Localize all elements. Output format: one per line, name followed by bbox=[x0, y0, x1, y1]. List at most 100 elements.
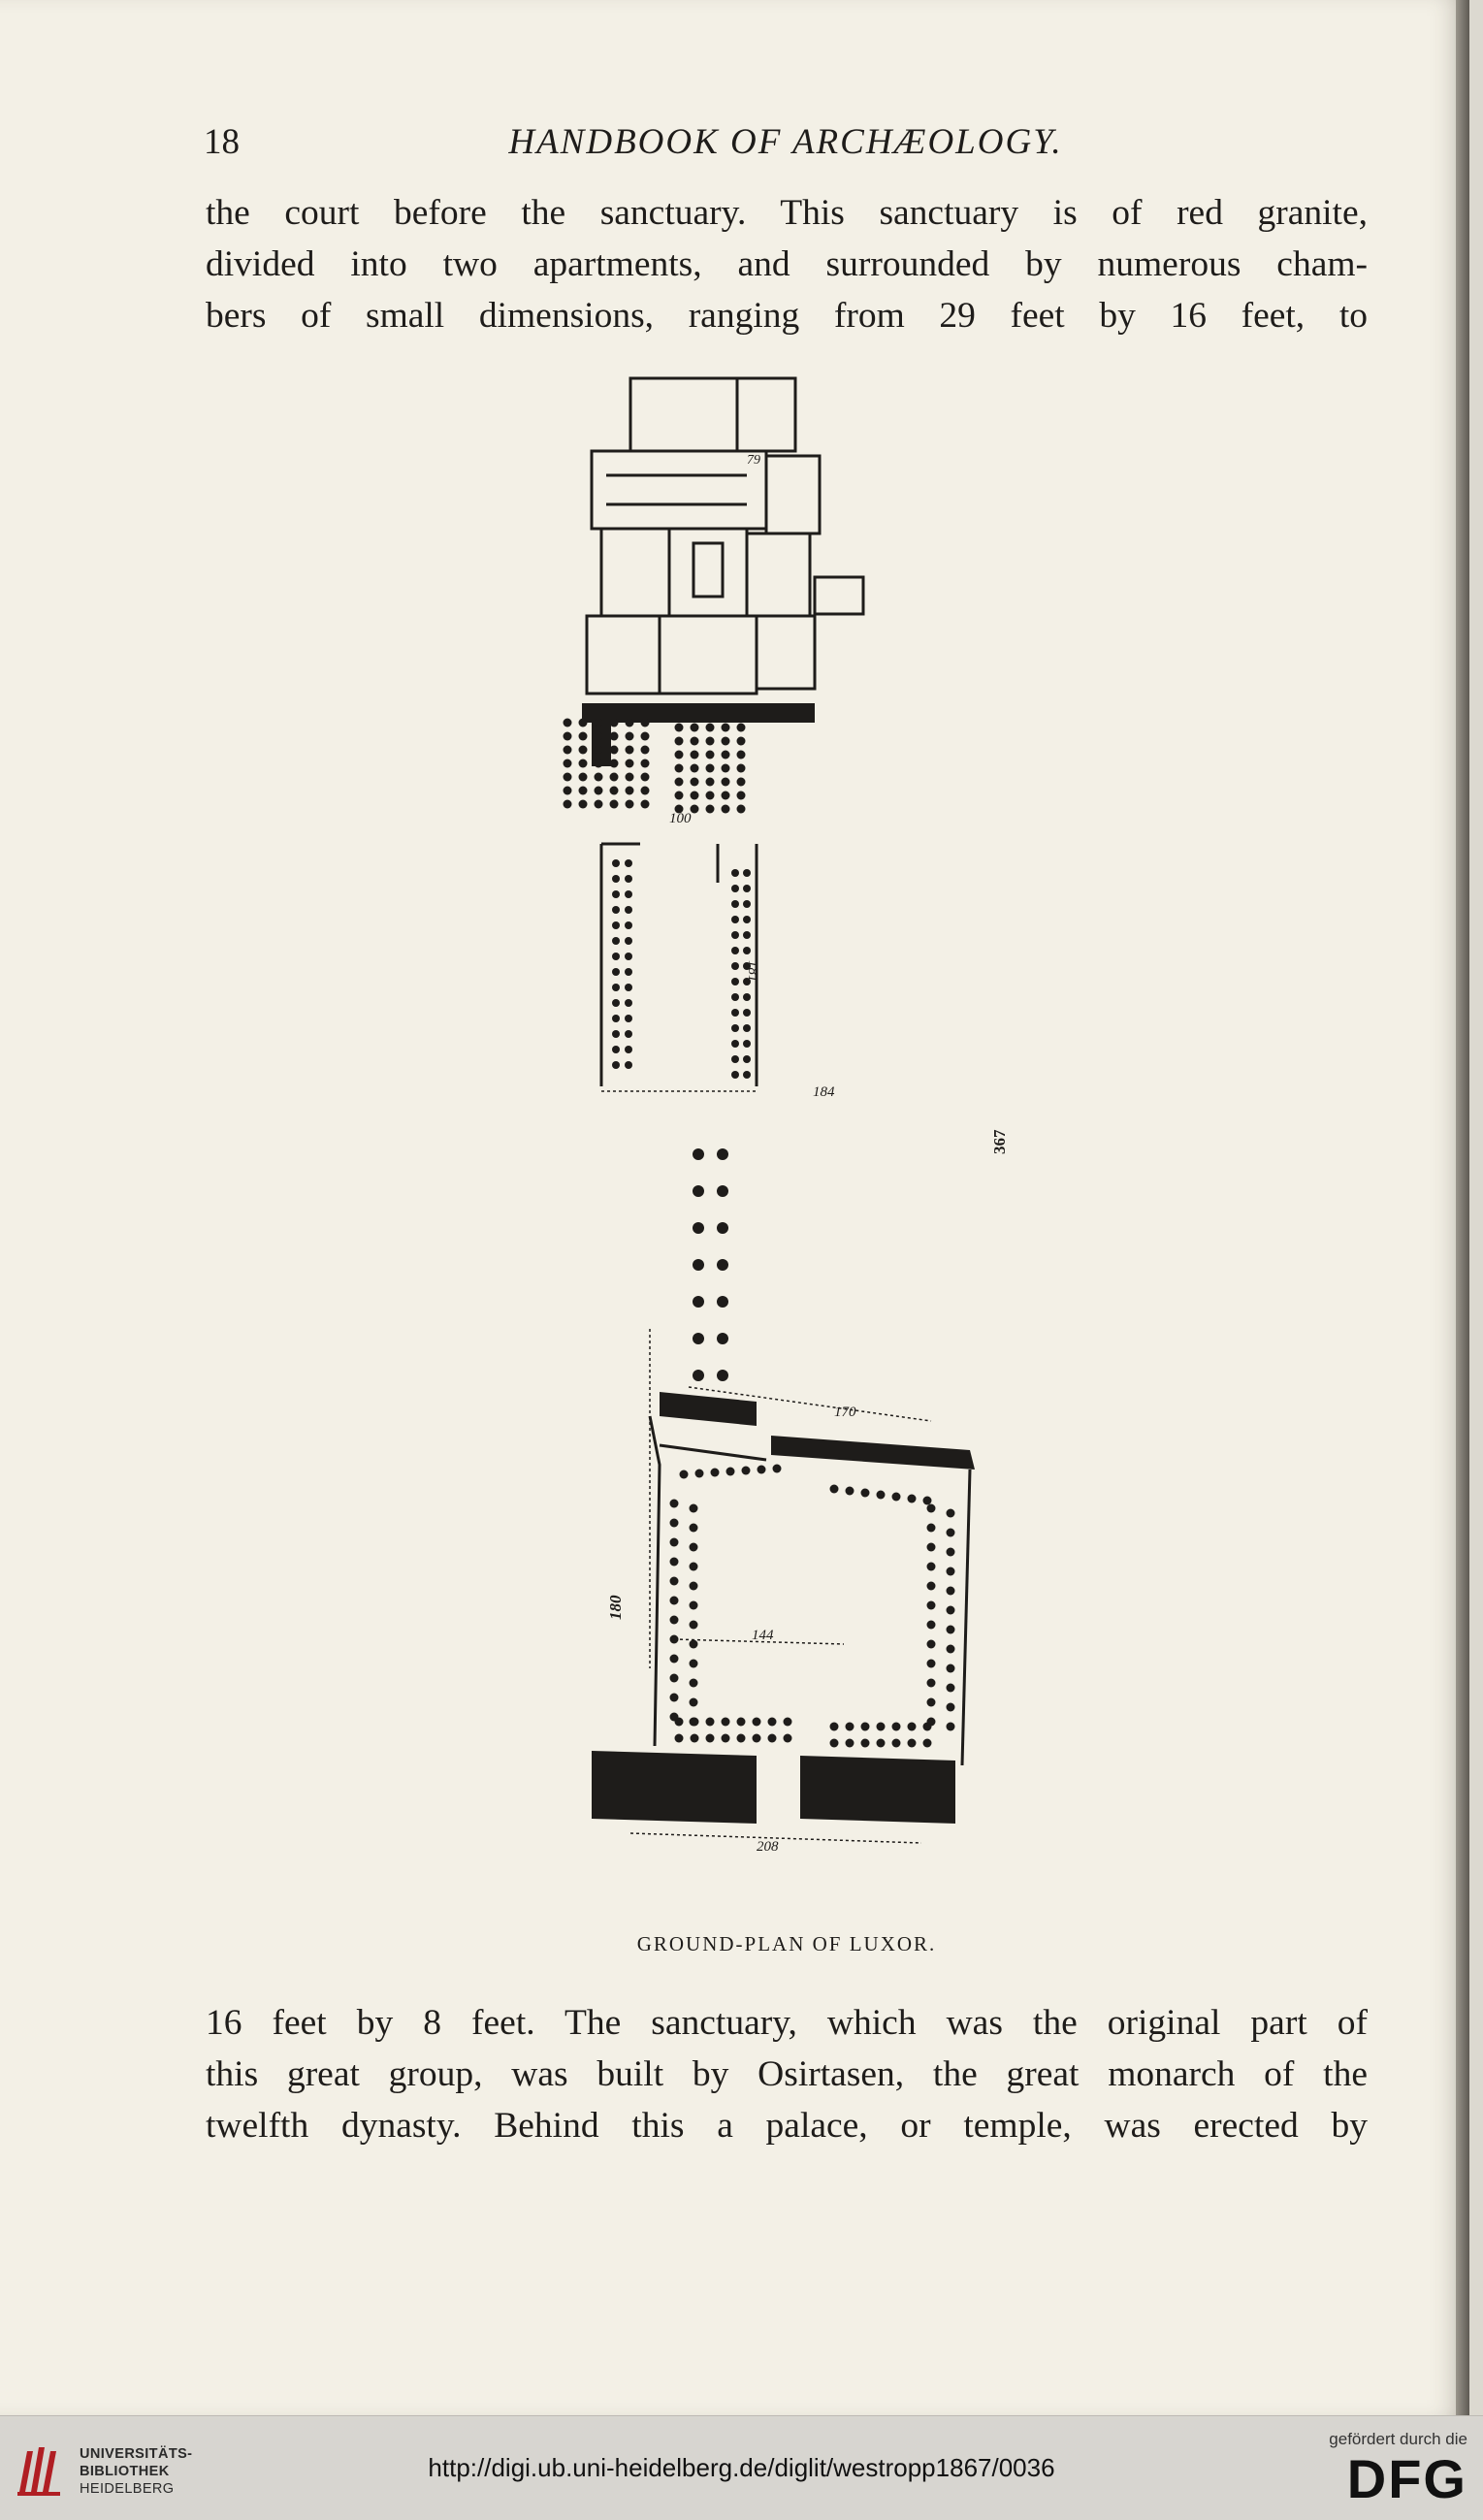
column-dot bbox=[689, 1523, 698, 1533]
column-dot bbox=[669, 1576, 679, 1586]
column-dot bbox=[743, 978, 751, 985]
column-dot bbox=[640, 759, 650, 768]
column-dot bbox=[679, 1470, 689, 1479]
permalink-url[interactable]: http://digi.ub.uni-heidelberg.de/diglit/… bbox=[428, 2453, 1055, 2482]
column-dot bbox=[907, 1738, 917, 1748]
column-dot bbox=[757, 1465, 766, 1474]
pylon-wall bbox=[582, 703, 815, 766]
sponsor-block[interactable]: gefördert durch die DFG bbox=[1273, 2430, 1467, 2509]
sanctuary-chamber bbox=[735, 376, 797, 453]
column-dot bbox=[743, 1040, 751, 1048]
column-dot bbox=[689, 1562, 698, 1571]
column-dot bbox=[731, 869, 739, 877]
column-dot bbox=[640, 799, 650, 809]
column-dot bbox=[743, 900, 751, 908]
library-logo[interactable]: UNIVERSITÄTS- BIBLIOTHEK HEIDELBERG bbox=[14, 2438, 208, 2505]
column-dot bbox=[674, 723, 684, 732]
column-dot bbox=[731, 1071, 739, 1079]
column-dot bbox=[693, 1222, 704, 1234]
book-page: 18 HANDBOOK OF ARCHÆOLOGY. the court bef… bbox=[0, 0, 1469, 2415]
column-dot bbox=[829, 1722, 839, 1731]
library-name-line: BIBLIOTHEK bbox=[80, 2464, 170, 2479]
column-dot bbox=[926, 1659, 936, 1668]
viewer-footer: UNIVERSITÄTS- BIBLIOTHEK HEIDELBERG http… bbox=[0, 2415, 1483, 2520]
dimension-label: 170 bbox=[834, 1405, 856, 1420]
column-dot bbox=[594, 731, 603, 741]
column-dot bbox=[612, 875, 620, 883]
column-dot bbox=[689, 1620, 698, 1630]
column-dot bbox=[736, 723, 746, 732]
great-colonnade bbox=[693, 1148, 728, 1381]
column-dot bbox=[922, 1496, 932, 1505]
column-dot bbox=[717, 1259, 728, 1271]
column-dot bbox=[743, 1009, 751, 1017]
column-dot bbox=[690, 1733, 699, 1743]
column-dot bbox=[736, 1717, 746, 1727]
column-dot bbox=[578, 745, 588, 755]
column-dot bbox=[640, 772, 650, 782]
column-dot bbox=[674, 791, 684, 800]
column-dot bbox=[946, 1547, 955, 1557]
dimension-label: 367 bbox=[990, 1129, 1009, 1154]
column-dot bbox=[625, 906, 632, 914]
column-dot bbox=[926, 1503, 936, 1513]
column-dot bbox=[705, 804, 715, 814]
library-name-line: HEIDELBERG bbox=[80, 2481, 175, 2497]
column-dot bbox=[721, 736, 730, 746]
sponsor-text: gefördert durch die bbox=[1329, 2430, 1467, 2448]
column-dot bbox=[725, 1467, 735, 1476]
sanctuary-chamber bbox=[764, 454, 822, 535]
column-dot bbox=[612, 921, 620, 929]
column-dot bbox=[705, 791, 715, 800]
column-dot bbox=[612, 953, 620, 960]
column-dot bbox=[625, 731, 634, 741]
column-dot bbox=[736, 777, 746, 787]
column-dot bbox=[721, 723, 730, 732]
column-dot bbox=[594, 772, 603, 782]
column-dot bbox=[926, 1542, 936, 1552]
column-dot bbox=[609, 799, 619, 809]
column-dot bbox=[674, 1717, 684, 1727]
column-dot bbox=[625, 759, 634, 768]
column-dot bbox=[731, 885, 739, 892]
column-dot bbox=[625, 875, 632, 883]
column-dot bbox=[563, 799, 572, 809]
dimension-label: 144 bbox=[752, 1628, 774, 1643]
column-dot bbox=[736, 736, 746, 746]
ground-plan-figure: 79 100 181 184 257 334 367 bbox=[514, 376, 1009, 1855]
column-dot bbox=[625, 718, 634, 727]
column-dot bbox=[705, 1733, 715, 1743]
column-dot bbox=[736, 1733, 746, 1743]
column-dot bbox=[594, 786, 603, 795]
column-dot bbox=[625, 786, 634, 795]
text-line: this great group, was built by Osirtasen… bbox=[206, 2054, 1368, 2094]
column-dot bbox=[563, 759, 572, 768]
column-dot bbox=[926, 1600, 936, 1610]
column-dot bbox=[609, 759, 619, 768]
column-dot bbox=[767, 1717, 777, 1727]
column-dot bbox=[625, 859, 632, 867]
column-dot bbox=[743, 1055, 751, 1063]
column-dot bbox=[669, 1654, 679, 1664]
column-dot bbox=[736, 763, 746, 773]
column-dot bbox=[669, 1537, 679, 1547]
column-dot bbox=[669, 1673, 679, 1683]
column-dot bbox=[743, 869, 751, 877]
column-dot bbox=[731, 1024, 739, 1032]
column-dot bbox=[860, 1722, 870, 1731]
column-dot bbox=[731, 1040, 739, 1048]
library-name: UNIVERSITÄTS- BIBLIOTHEK HEIDELBERG bbox=[80, 2445, 192, 2498]
column-dot bbox=[829, 1484, 839, 1494]
column-dot bbox=[731, 947, 739, 954]
hypostyle-columns-right bbox=[674, 723, 746, 814]
column-dot bbox=[721, 777, 730, 787]
sanctuary-chamber bbox=[585, 614, 661, 695]
column-dot bbox=[752, 1733, 761, 1743]
sanctuary-chamber bbox=[590, 449, 768, 531]
column-dot bbox=[612, 1061, 620, 1069]
column-dot bbox=[612, 1015, 620, 1022]
body-text-top: the court before the sanctuary. This san… bbox=[206, 187, 1368, 341]
column-dot bbox=[926, 1639, 936, 1649]
column-dot bbox=[669, 1693, 679, 1702]
column-dot bbox=[693, 1370, 704, 1381]
